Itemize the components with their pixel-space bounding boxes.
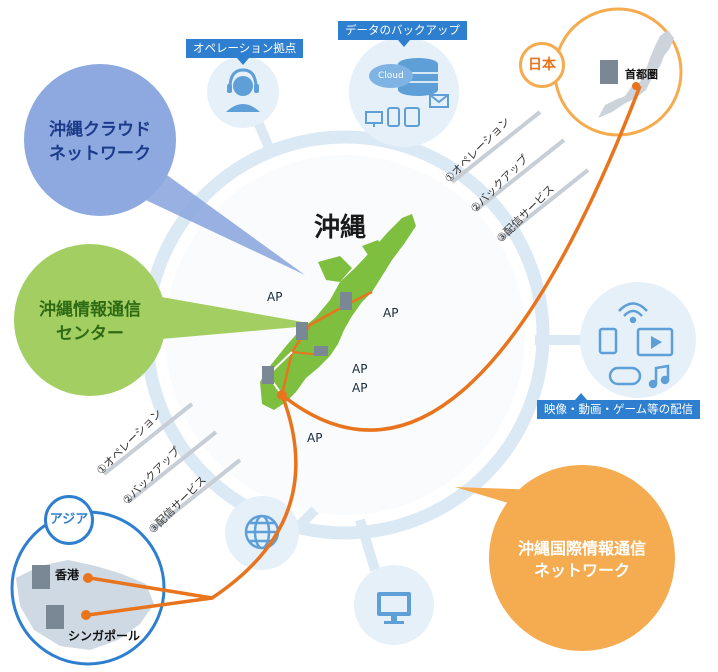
building-icons	[262, 292, 352, 384]
intl-network-label: 沖縄国際情報通信 ネットワーク	[517, 539, 646, 580]
headset-operator-icon	[226, 68, 260, 112]
route-to-japan	[280, 85, 642, 432]
asia-city-singapore: シンガポール	[68, 629, 141, 643]
media-devices-icon	[598, 302, 674, 389]
ap-label: AP	[352, 362, 368, 376]
info-center-bubble	[14, 244, 166, 396]
ap-label: AP	[307, 431, 323, 445]
operation-tag-pointer	[237, 58, 249, 65]
backup-tag-pointer	[398, 40, 410, 47]
japan-map	[598, 30, 674, 118]
operation-tag: オペレーション拠点	[186, 39, 304, 58]
cloud-database-icon	[365, 58, 449, 127]
ap-label: AP	[383, 306, 399, 320]
japan-city: 首都圏	[625, 68, 658, 81]
cloud-network-bubble	[24, 64, 176, 216]
route-to-hongkong	[89, 394, 298, 600]
okinawa-island	[260, 214, 416, 410]
center-title: 沖縄	[313, 213, 366, 243]
asia-city-hongkong: 香港	[55, 568, 80, 582]
cloud-label: Cloud	[378, 71, 404, 81]
monitor-icon	[377, 592, 411, 624]
asia-label: アジア	[44, 495, 94, 545]
info-center-label: 沖縄情報通信 センター	[39, 300, 141, 344]
japan-label: 日本	[519, 42, 565, 88]
service-arrows-japan	[450, 110, 590, 242]
backup-tag: データのバックアップ	[338, 21, 467, 40]
media-tag-pointer	[575, 393, 587, 400]
media-tag: 映像・動画・ゲーム等の配信	[537, 400, 701, 419]
okinawa-route	[280, 290, 373, 396]
ap-label: AP	[352, 381, 368, 395]
intl-network-bubble	[489, 465, 675, 651]
cloud-network-label: 沖縄クラウド ネットワーク	[49, 120, 151, 164]
service-arrows-asia	[102, 402, 242, 532]
ap-label: AP	[267, 290, 283, 304]
route-to-singapore	[87, 596, 213, 617]
